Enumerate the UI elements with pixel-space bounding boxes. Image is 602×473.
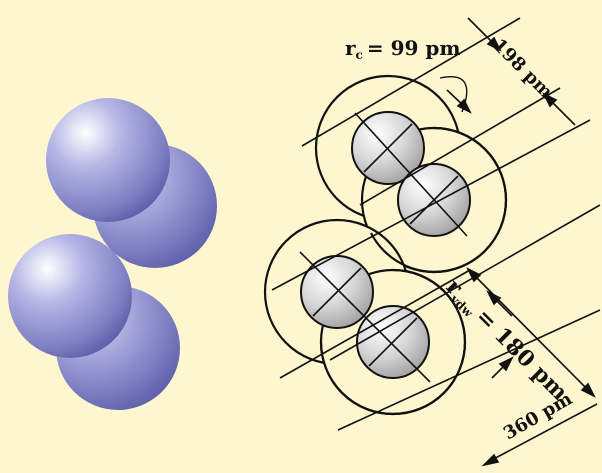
dimension-arrows	[439, 17, 598, 467]
rc-value: = 99 pm	[367, 36, 461, 60]
atom-sphere	[46, 98, 170, 222]
rc-symbol: r	[345, 36, 356, 60]
svg-text:rc= 99 pm: rc = 99 pm	[345, 36, 461, 62]
space-filling-molecule-top	[46, 98, 217, 268]
space-filling-molecule-bottom	[8, 234, 180, 410]
label-covalent-radius: rc = 99 pm	[345, 36, 461, 62]
axis-lines	[271, 17, 601, 431]
atom-sphere	[8, 234, 132, 358]
rvdw-value: = 180 pm	[471, 304, 573, 406]
rc-subscript: c	[356, 48, 363, 62]
label-bond-distance: 198 pm	[488, 35, 556, 103]
